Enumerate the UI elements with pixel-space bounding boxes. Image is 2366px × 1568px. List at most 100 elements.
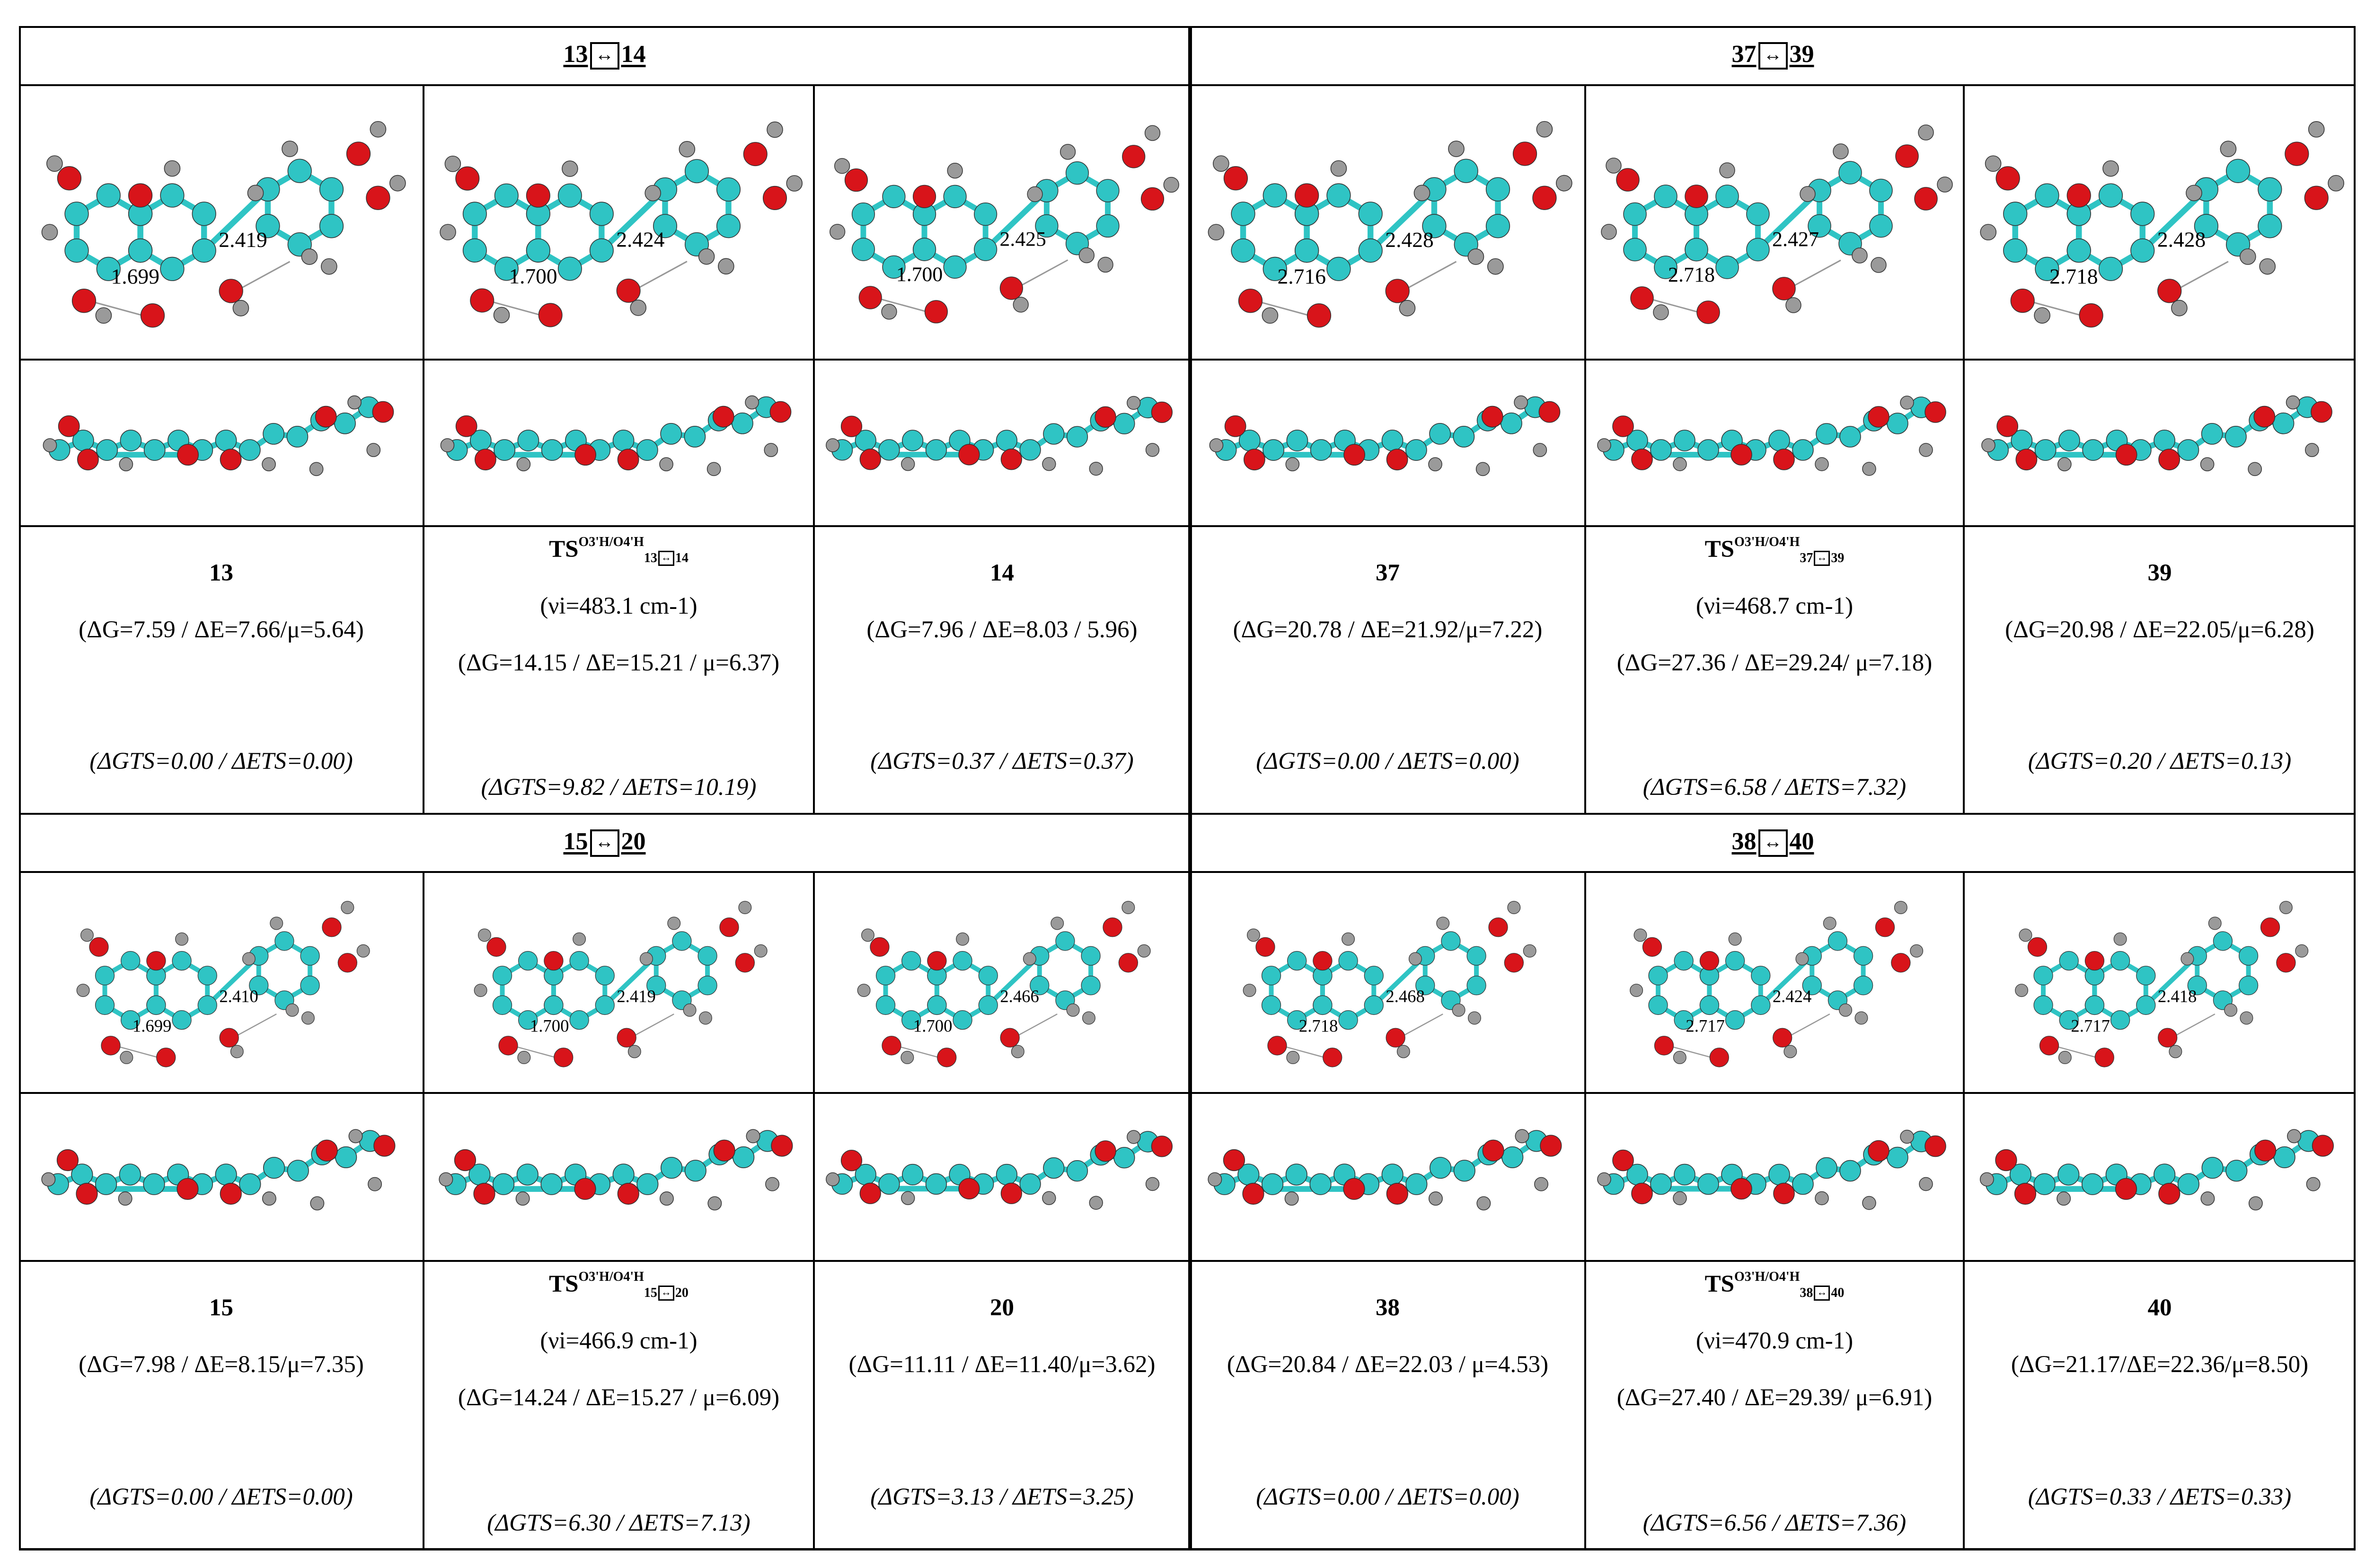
oxygen-atom <box>1631 1182 1653 1205</box>
carbon-atom <box>878 439 900 461</box>
carbon-atom <box>1768 430 1790 451</box>
hydrogen-atom <box>1894 901 1907 915</box>
hydrogen-atom <box>389 175 406 192</box>
hydrogen-atom <box>262 1191 276 1206</box>
oxygen-atom <box>1140 187 1165 211</box>
distance-label-2: 2.428 <box>1385 228 1434 252</box>
hydrogen-atom <box>1121 901 1135 915</box>
hbond-line <box>874 297 927 313</box>
header-left-id: 15 <box>563 828 588 855</box>
carbon-atom <box>2058 430 2080 451</box>
distance-label-1: 2.716 <box>1277 264 1326 288</box>
carbon-atom <box>1441 931 1461 951</box>
hydrogen-atom <box>1815 1191 1829 1206</box>
table-right-border <box>2354 26 2356 1550</box>
ts-energies: (ΔGTS=0.00 / ΔETS=0.00) <box>1256 1484 1519 1510</box>
oxygen-atom <box>1255 937 1275 957</box>
carbon-atom <box>569 951 589 971</box>
carbon-atom <box>2154 430 2175 451</box>
carbon-atom <box>1466 946 1486 966</box>
oxygen-atom <box>1709 1048 1729 1067</box>
hydrogen-atom <box>627 1045 641 1058</box>
molecule-side-cell <box>19 1093 424 1261</box>
distance-label-1: 1.699 <box>132 1016 172 1036</box>
oxygen-atom <box>1925 401 1946 423</box>
carbon-atom <box>974 238 998 261</box>
carbon-atom <box>875 966 896 986</box>
molecule-side-view <box>43 395 394 476</box>
hydrogen-atom <box>1606 158 1622 174</box>
carbon-atom <box>1261 995 1281 1015</box>
carbon-atom <box>1697 439 1719 461</box>
carbon-atom <box>1261 966 1281 986</box>
carbon-atom <box>1285 1163 1307 1186</box>
hydrogen-atom <box>439 1172 453 1187</box>
row-divider <box>19 84 1190 86</box>
carbon-atom <box>1262 439 1285 461</box>
carbon-atom <box>927 995 947 1015</box>
hydrogen-atom <box>1815 457 1829 471</box>
carbon-atom <box>120 430 142 451</box>
imaginary-frequency: (νi=466.9 cm-1) <box>540 1328 697 1354</box>
oxygen-atom <box>2276 953 2296 973</box>
carbon-atom <box>2273 1146 2295 1168</box>
carbon-atom <box>1453 1160 1475 1182</box>
hydrogen-atom <box>1059 144 1076 160</box>
carbon-atom <box>1358 202 1383 226</box>
oxygen-atom <box>844 168 868 192</box>
row-divider <box>19 1260 1190 1262</box>
hbond-line <box>1402 261 1457 292</box>
carbon-atom <box>319 214 344 238</box>
hydrogen-atom <box>900 1050 914 1064</box>
hydrogen-atom <box>1051 916 1064 930</box>
hydrogen-atom <box>1979 1172 1994 1187</box>
oxygen-atom <box>177 1178 199 1200</box>
hydrogen-atom <box>1082 1011 1095 1025</box>
carbon-atom <box>1802 976 1822 995</box>
hydrogen-atom <box>230 1045 244 1058</box>
carbon-atom <box>1081 946 1101 966</box>
hbond-line <box>2053 1045 2097 1058</box>
oxygen-atom <box>2115 1178 2137 1200</box>
row-divider <box>1190 871 2356 873</box>
energies: (ΔG=14.24 / ΔE=15.27 / μ=6.09) <box>458 1384 780 1411</box>
ts-label: TSO3'H/O4'H13↔14 <box>424 535 814 566</box>
carbon-atom <box>2136 966 2156 986</box>
carbon-atom <box>1887 413 1908 434</box>
carbon-atom <box>1725 951 1745 971</box>
hydrogen-atom <box>1145 1177 1160 1191</box>
hydrogen-atom <box>1852 247 1868 264</box>
oxygen-atom <box>1267 1036 1287 1056</box>
hydrogen-atom <box>644 185 661 202</box>
carbon-atom <box>1697 1173 1719 1195</box>
hydrogen-atom <box>80 928 94 942</box>
oxygen-atom <box>1504 953 1524 973</box>
carbon-atom <box>517 430 539 451</box>
structure-name: 15 <box>209 1295 233 1321</box>
hydrogen-atom <box>1534 1177 1549 1191</box>
oxygen-atom <box>315 405 337 428</box>
hydrogen-atom <box>1042 457 1056 471</box>
hydrogen-atom <box>1795 952 1809 966</box>
carbon-atom <box>684 426 706 448</box>
header-left-id: 13 <box>563 41 588 68</box>
carbon-atom <box>636 1173 659 1195</box>
hbond-line <box>512 1045 556 1058</box>
info-cell: 38(ΔG=20.84 / ΔE=22.03 / μ=4.53)(ΔGTS=0.… <box>1190 1261 1585 1550</box>
hydrogen-atom <box>1515 1129 1529 1144</box>
carbon-atom <box>1674 951 1694 971</box>
hydrogen-atom <box>667 916 681 930</box>
hydrogen-atom <box>1653 304 1669 320</box>
hydrogen-atom <box>683 1003 697 1017</box>
oxygen-atom <box>1540 1135 1562 1157</box>
hydrogen-atom <box>1467 1011 1481 1025</box>
ts-arrow-box: ↔ <box>658 1286 674 1301</box>
oxygen-atom <box>554 1048 574 1067</box>
carbon-atom <box>192 202 216 226</box>
hydrogen-atom <box>2102 160 2119 177</box>
oxygen-atom <box>89 937 109 957</box>
oxygen-atom <box>57 166 82 191</box>
carbon-atom <box>974 203 998 226</box>
oxygen-atom <box>1773 1028 1792 1048</box>
